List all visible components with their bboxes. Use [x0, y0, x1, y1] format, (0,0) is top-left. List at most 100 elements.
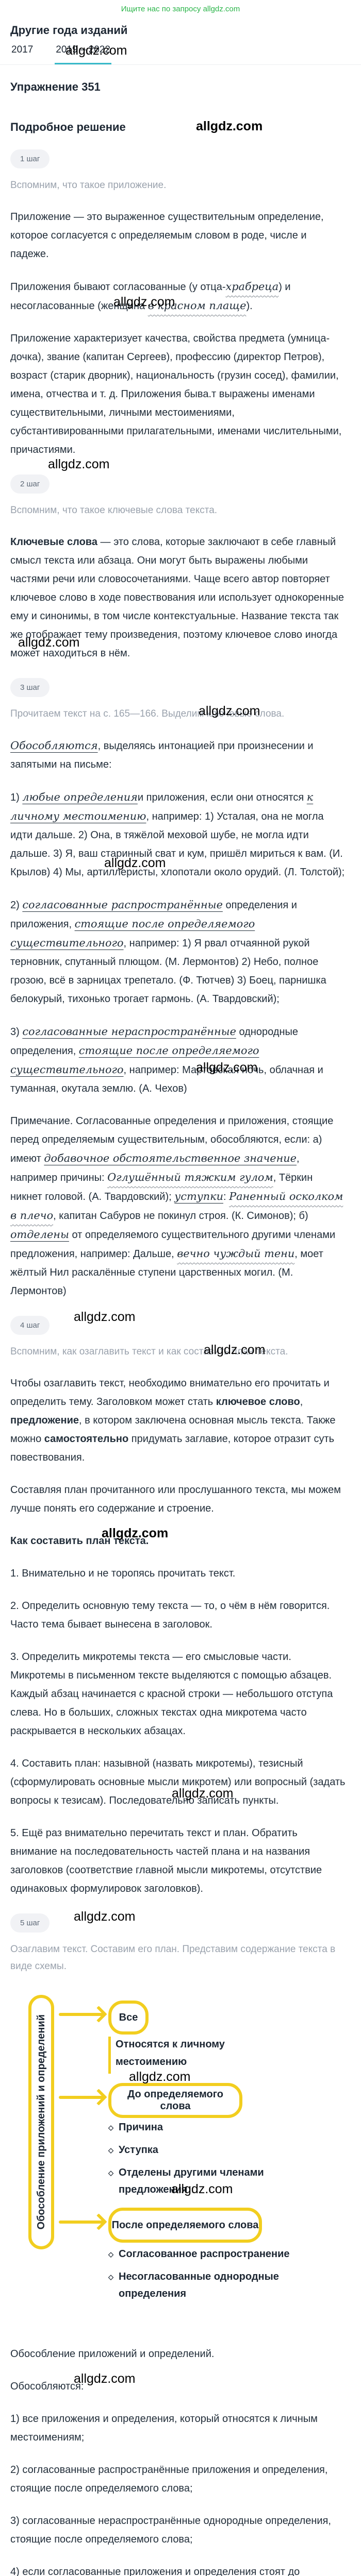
term-italic: вечно чуждый тени [177, 1247, 295, 1260]
diagram-item-label: Уступка [119, 2144, 158, 2156]
main-content: Другие года изданий 2017 2019 – 2022 all… [0, 24, 361, 2576]
term-italic: к личному местоимению [10, 791, 314, 822]
paragraph: Обособление приложений и определений. [10, 2348, 215, 2360]
paragraph: 3) согласованные нераспространённые одно… [10, 1025, 323, 1094]
diamond-bullet-icon: ◇ [108, 2250, 113, 2258]
paragraph: Обособляются, выделяясь интонацией при п… [10, 739, 314, 770]
step-badge: 1 шаг [10, 149, 50, 168]
arrow-right-icon [59, 2096, 103, 2099]
diagram-item: ◇ Причина [108, 2119, 163, 2136]
paragraph: 3) согласованные нераспространённые одно… [10, 2515, 331, 2545]
other-years-title: Другие года изданий [10, 24, 351, 37]
hint-text: Вспомним, что такое приложение. [10, 180, 167, 191]
diagram-item: Относятся к личному местоимению [116, 2039, 225, 2067]
step-badge: 3 шаг [10, 678, 50, 697]
diagram-root-pill: Обособление приложений и определений [28, 1995, 54, 2249]
term-bold: ключевое слово [216, 1396, 300, 1408]
diagram-item-label: Несогласованные однородные определения [119, 2271, 279, 2299]
year-tabs: 2017 2019 – 2022 allgdz.com [0, 42, 361, 65]
arrow-right-icon [59, 2013, 103, 2016]
hint-text: Прочитаем текст на с. 165—166. Выделим к… [10, 704, 285, 719]
diagram-box-after: После определяемого слова [108, 2208, 262, 2243]
term-italic: любые определения [22, 791, 138, 803]
paragraph: Приложение характеризует качества, свойс… [10, 333, 342, 455]
scheme-diagram: Обособление приложений и определений Все… [10, 1992, 351, 2322]
tab-2019-2022[interactable]: 2019 – 2022 [55, 42, 111, 64]
exercise-title: Упражнение 351 [10, 80, 351, 94]
diagram-box-all: Все [108, 2001, 149, 2035]
tab-2017[interactable]: 2017 [11, 44, 34, 55]
term-bold: предложение [10, 1415, 79, 1426]
diagram-item: ◇ Несогласованные однородные определения [108, 2268, 284, 2302]
diamond-bullet-icon: ◇ [108, 2146, 113, 2154]
term-italic: отделены [10, 1228, 69, 1241]
paragraph: Обособляются:allgdz.com [10, 2371, 346, 2396]
paragraph: 5. Ещё раз внимательно перечитать текст … [10, 1827, 322, 1894]
paragraph: Приложение — это выраженное существитель… [10, 211, 324, 260]
term-italic: храбреца [225, 280, 279, 293]
watermark: allgdz.com [74, 2371, 136, 2386]
watermark: allgdz.com [172, 1786, 234, 1801]
watermark: allgdz.com [48, 457, 110, 471]
exercise-title-text: Упражнение 351 [10, 80, 101, 93]
term-italic: согласованные распространённые [22, 899, 223, 911]
solution-title: Подробное решение allgdz.com [10, 119, 351, 134]
paragraph: Чтобы озаглавить текст, необходимо внима… [10, 1378, 336, 1463]
paragraph: 4. Составить план: назывной (назвать мик… [10, 1758, 346, 1806]
paragraph: 1. Внимательно и не торопясь прочитать т… [10, 1568, 236, 1579]
term-bold: Ключевые слова [10, 536, 97, 548]
term-italic: Оглушённый тяжким гулом [107, 1171, 273, 1183]
paragraph: 3. Определить микротемы текста — его смы… [10, 1651, 333, 1737]
term-italic: Обособляются [10, 739, 98, 752]
term-italic: Раненный осколком в плечо [10, 1190, 343, 1222]
diamond-bullet-icon: ◇ [108, 2124, 113, 2131]
term-italic: в красном плаще [147, 299, 247, 312]
watermark: allgdz.com [129, 2070, 191, 2084]
diagram-item: ◇ Уступка [108, 2142, 158, 2159]
term-italic: уступки [174, 1190, 223, 1202]
term-italic: стоящие после определяемого существитель… [10, 1044, 259, 1076]
paragraph: 4) если согласованные приложения и опред… [10, 2566, 300, 2576]
watermark: allgdz.com [196, 119, 263, 133]
watermark: allgdz.com [102, 1526, 169, 1540]
promo-text: Ищите нас по запросу allgdz.com [121, 5, 240, 13]
term-bold: самостоятельно [44, 1433, 129, 1445]
paragraph: 1) все приложения и определения, который… [10, 2413, 318, 2443]
paragraph: 2) согласованные распространённые опреде… [10, 899, 326, 1005]
watermark: allgdz.com [199, 704, 260, 718]
paragraph: Как составить план текста.allgdz.com [10, 1526, 346, 1550]
solution-title-text: Подробное решение [10, 121, 126, 133]
diagram-item-label: Отделены другими членами предложения [119, 2167, 264, 2195]
watermark: allgdz.com [196, 1060, 258, 1075]
watermark: allgdz.com [74, 1310, 136, 1324]
paragraph: Ключевые слова — это слова, которые закл… [10, 536, 344, 659]
watermark: allgdz.com [104, 856, 166, 870]
term-italic: согласованные нераспространённые [22, 1025, 236, 1038]
hint-text: Вспомним, как озаглавить текст и как сос… [10, 1343, 351, 1360]
watermark: allgdz.com [74, 1909, 136, 1924]
diagram-item-label: Причина [119, 2122, 163, 2133]
diagram-item: ◇ Отделены другими членами предложения [108, 2164, 268, 2198]
other-years-title-text: Другие года изданий [10, 24, 128, 37]
paragraph: 1) любые определенияи приложения, если о… [10, 791, 345, 878]
term-italic: добавочное обстоятельственное значение [44, 1152, 297, 1164]
watermark: allgdz.com [204, 1343, 266, 1357]
paragraph: Примечание. Согласованные определения и … [10, 1115, 343, 1297]
diagram-box-before: До определяемого слова [108, 2083, 242, 2118]
diagram-item: ◇ Согласованное распространение [108, 2246, 330, 2263]
term-italic: стоящие после определяемого существитель… [10, 918, 255, 949]
paragraph: 2) согласованные распространённые прилож… [10, 2464, 328, 2494]
diamond-bullet-icon: ◇ [108, 2169, 113, 2177]
diamond-bullet-icon: ◇ [108, 2273, 113, 2281]
hint-text: Вспомним, что такое ключевые слова текст… [10, 505, 218, 516]
hint-text: Озаглавим текст. Составим его план. Пред… [10, 1944, 336, 1972]
paragraph: Приложения бывают согласованные (у отца-… [10, 280, 291, 312]
diagram-item-label: Согласованное распространение [119, 2248, 290, 2260]
diagram-item-bar [108, 2037, 111, 2074]
arrow-right-icon [59, 2221, 103, 2224]
